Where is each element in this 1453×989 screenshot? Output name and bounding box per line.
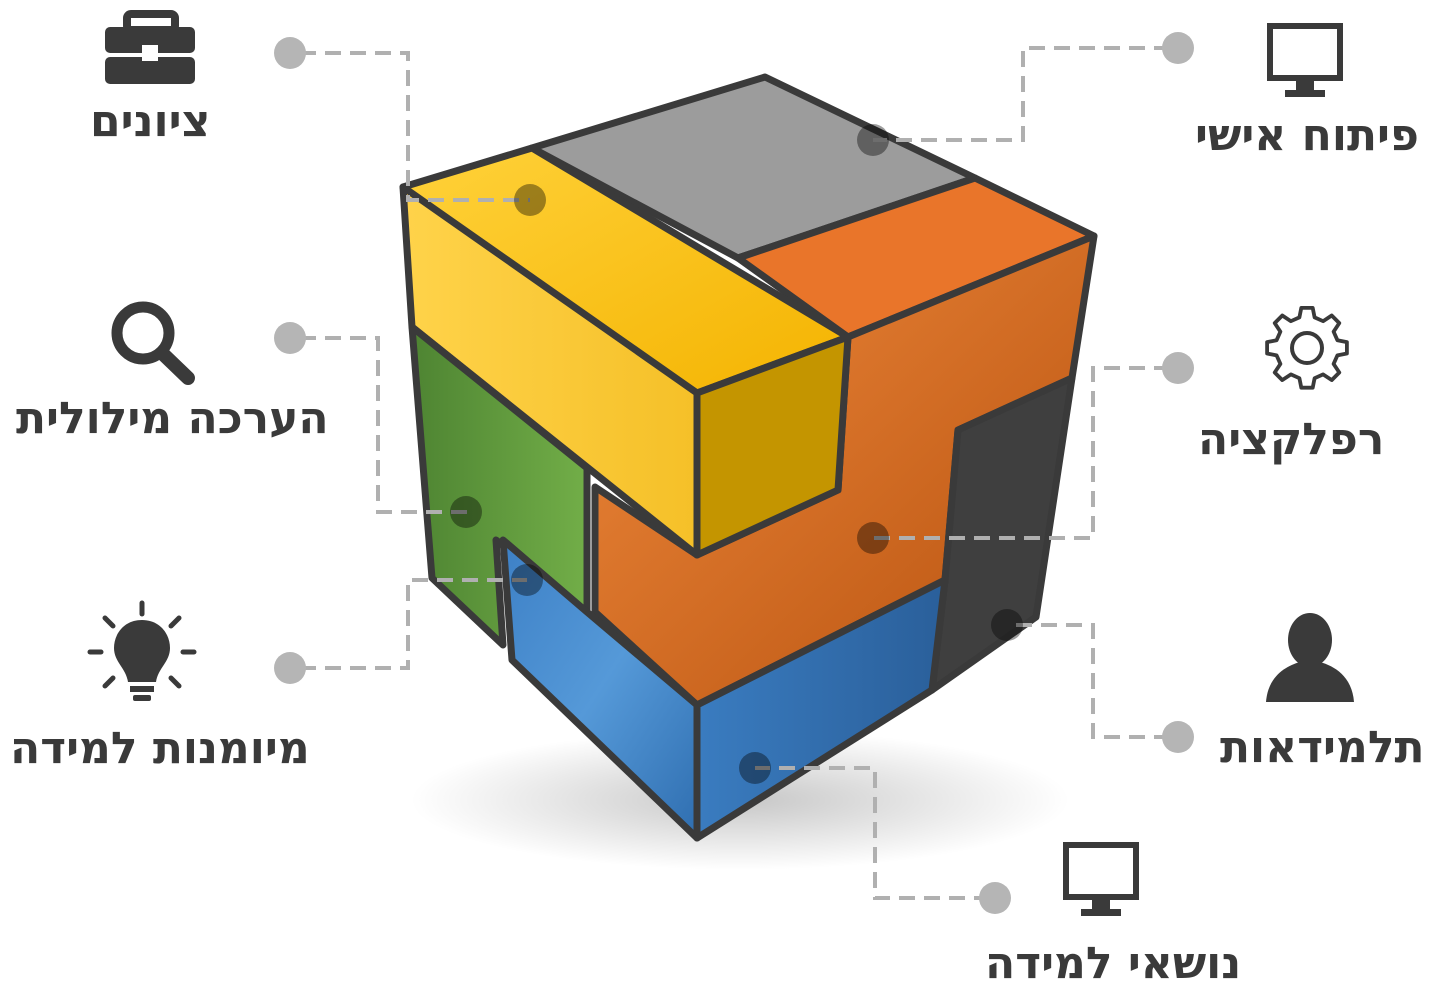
label-personal-development: פיתוח אישי: [1195, 110, 1419, 161]
gear-icon: [1265, 305, 1349, 390]
label-learning-topics: נושאי למידה: [985, 938, 1242, 989]
label-learning-skills: מיומנות למידה: [10, 723, 310, 774]
connector-topics: [755, 766, 990, 900]
connector-grades: [300, 51, 530, 202]
briefcase-icon: [105, 10, 195, 84]
dark-block: [928, 374, 1076, 694]
connector-students: [1007, 623, 1170, 739]
connector-reflection: [873, 366, 1170, 540]
lightbulb-icon: [87, 600, 197, 701]
connector-verbal: [300, 336, 468, 514]
search-icon: [111, 301, 195, 385]
blue-block-right: [693, 576, 949, 842]
label-reflection: רפלקציה: [1198, 414, 1385, 465]
label-students: תלמידאות: [1220, 722, 1425, 773]
connector-personal: [873, 46, 1170, 142]
label-grades: ציונים: [90, 96, 211, 147]
label-verbal-assessment: הערכה מילולית: [16, 393, 329, 444]
green-block: [408, 323, 591, 649]
yellow-block-right: [693, 333, 852, 559]
connector-skills: [300, 578, 527, 670]
user-icon: [1266, 613, 1354, 702]
cube: [399, 73, 1098, 842]
monitor-icon: [1267, 23, 1343, 97]
monitor-icon: [1063, 842, 1139, 916]
inner-dots: [450, 124, 1023, 784]
connectors: [300, 46, 1170, 900]
outer-dots: [274, 32, 1194, 914]
